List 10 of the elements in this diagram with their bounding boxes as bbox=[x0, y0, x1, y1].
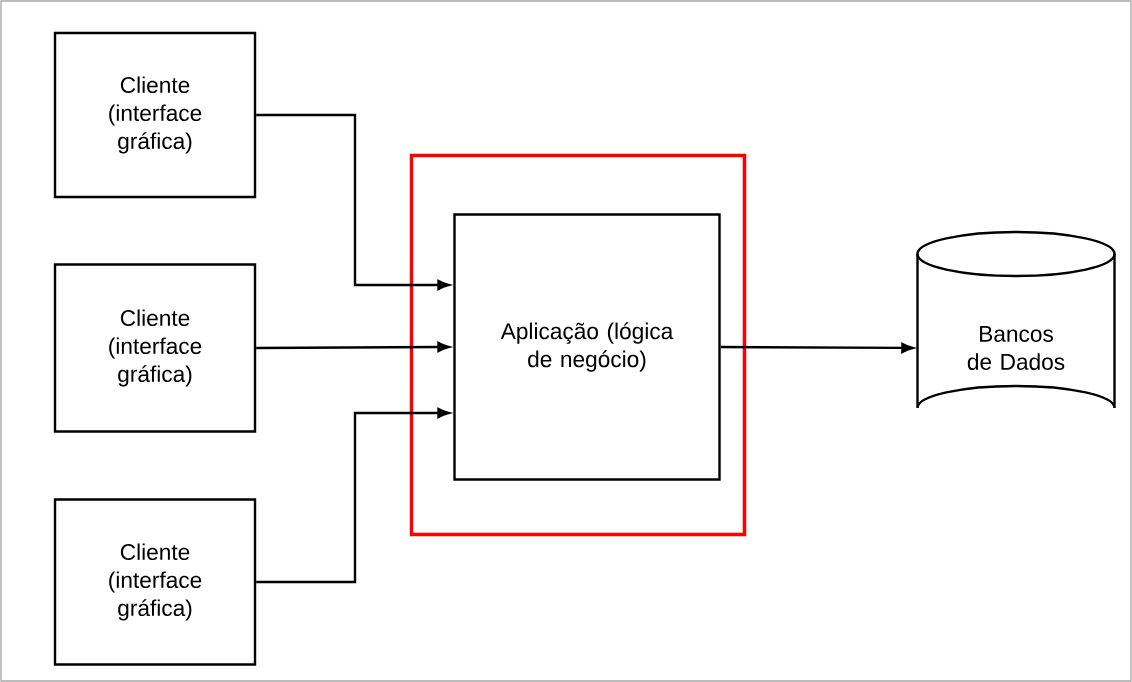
client-box: Cliente (interface gráfica) bbox=[53, 31, 257, 199]
highlight-frame bbox=[409, 153, 747, 537]
arrow bbox=[256, 341, 450, 353]
client-box: Cliente (interface gráfica) bbox=[53, 498, 257, 666]
arrow bbox=[720, 342, 914, 354]
application-box: Aplicação (lógica de negócio) bbox=[453, 213, 721, 481]
database-cylinder: Bancos de Dados bbox=[916, 230, 1116, 410]
arrow bbox=[256, 113, 450, 291]
client-box: Cliente (interface gráfica) bbox=[53, 263, 257, 433]
arrow bbox=[256, 407, 450, 584]
